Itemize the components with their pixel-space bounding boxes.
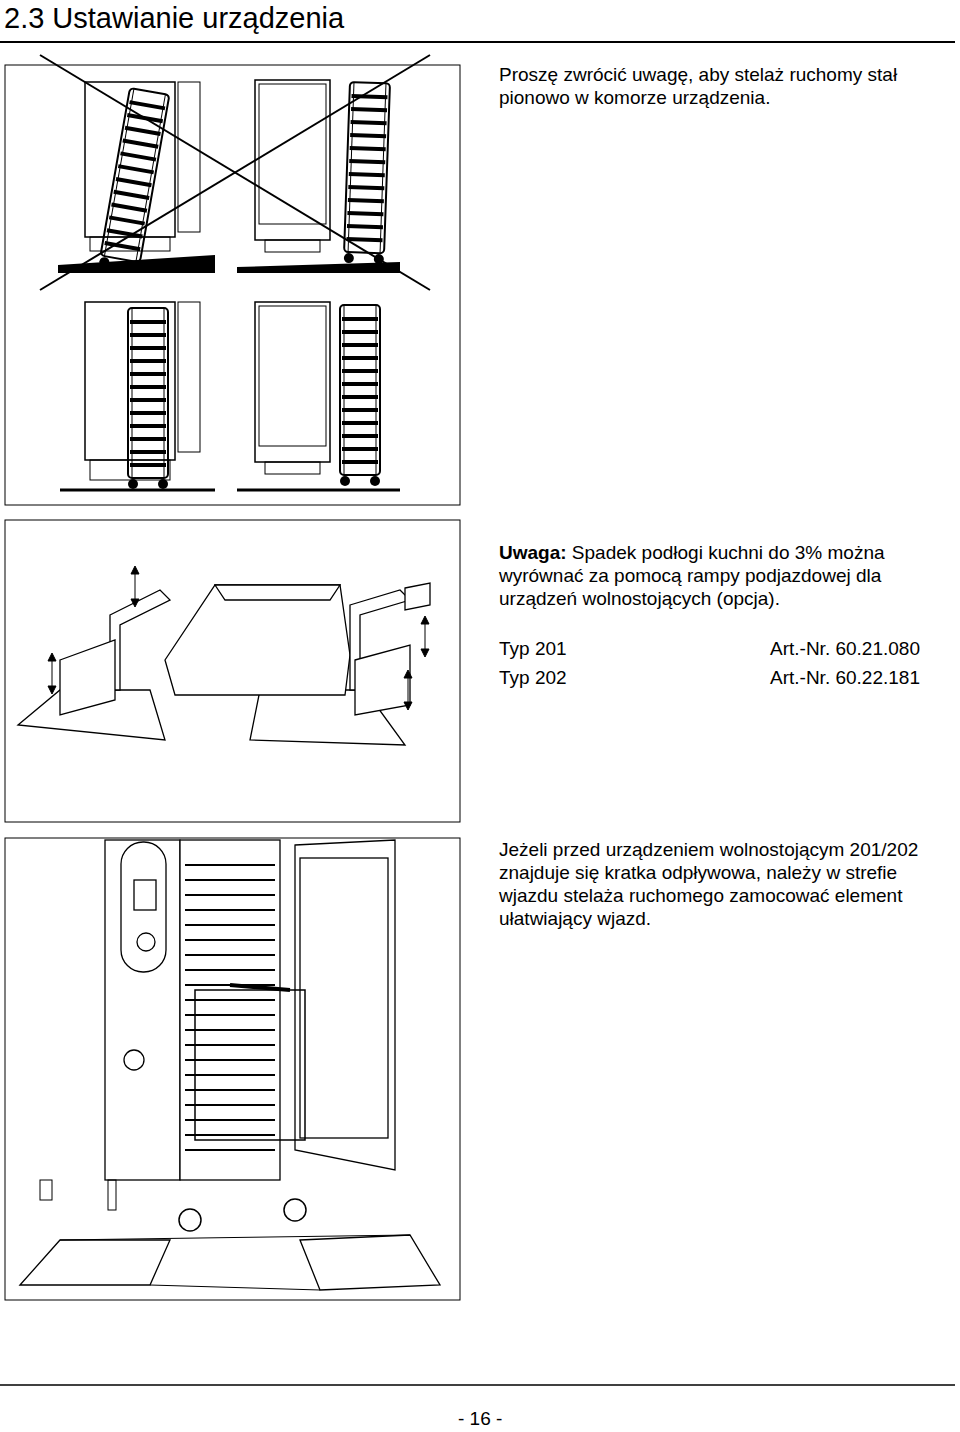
note-heading: Uwaga: [499,542,567,563]
page-title: 2.3 Ustawianie urządzenia [4,0,344,36]
article-number: Art.-Nr. 60.22.181 [770,666,920,689]
type-cell: Typ 202 [499,666,567,689]
note-text: Jeżeli przed urządzeniem wolnostojącym 2… [499,838,944,930]
article-number: Art.-Nr. 60.21.080 [770,637,920,660]
type-cell: Typ 201 [499,637,567,660]
note-paragraph: Uwaga: Spadek podłogi kuchni do 3% można… [499,541,951,610]
note-text: Proszę zwrócić uwagę, aby stelaż ruchomy… [499,63,939,109]
page-number: - 16 - [458,1407,502,1430]
